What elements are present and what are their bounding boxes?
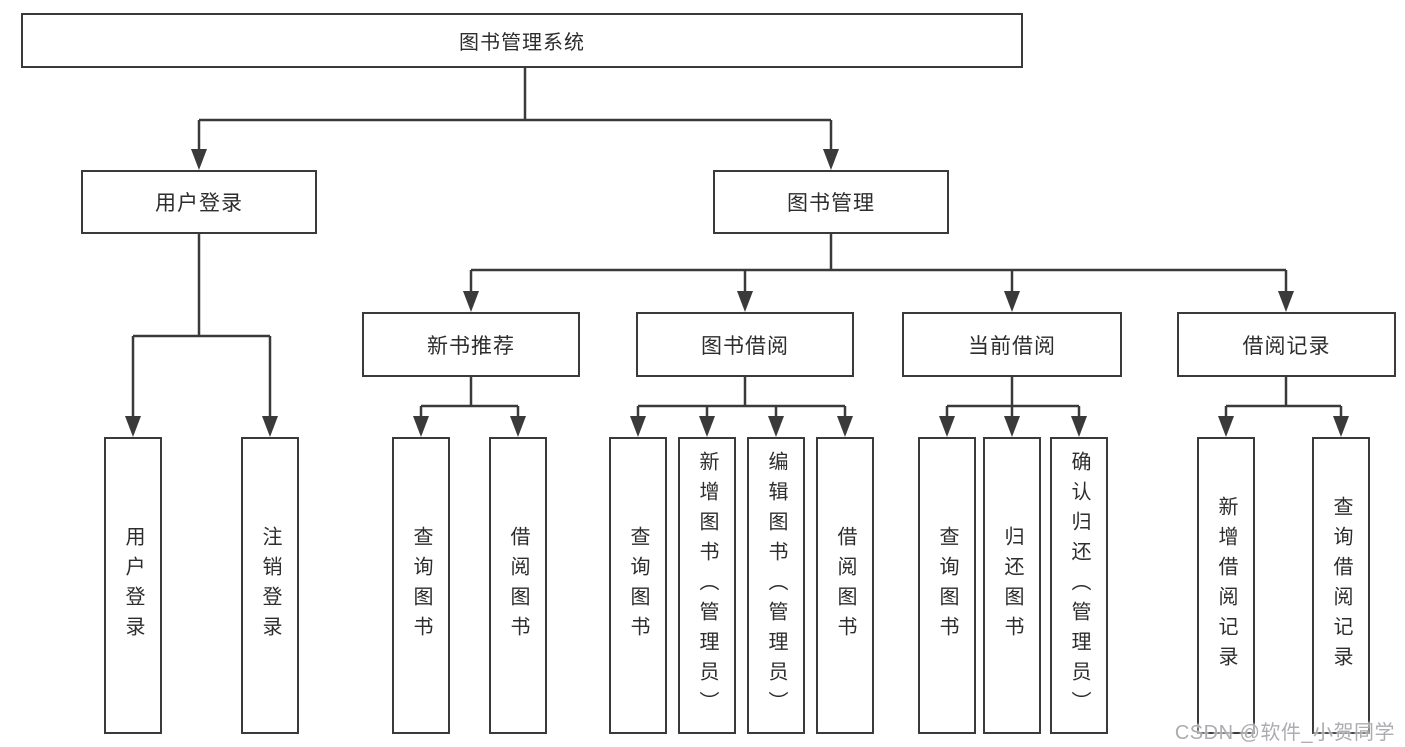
arrow-down-icon	[1278, 291, 1294, 312]
node-root-label: 图书管理系统	[459, 32, 585, 54]
leaf-query-borrow-record-label: 查询借阅记录	[1330, 495, 1352, 676]
node-current-borrow: 当前借阅	[902, 312, 1122, 377]
leaf-add-books-admin: 新增图书（管理员）	[678, 437, 736, 734]
leaf-query-books-current: 查询图书	[918, 437, 976, 734]
leaf-return-books-label: 归还图书	[1001, 525, 1023, 646]
connector-current-borrow	[939, 377, 1087, 437]
connector-new-book-recommend	[413, 377, 526, 437]
arrow-down-icon	[837, 416, 853, 437]
connector-borrow-records	[1218, 377, 1349, 437]
arrow-down-icon	[191, 149, 207, 170]
leaf-user-login-label: 用户登录	[122, 525, 144, 646]
node-book-borrow: 图书借阅	[636, 312, 854, 377]
arrow-down-icon	[823, 149, 839, 170]
node-user-login: 用户登录	[81, 170, 317, 234]
arrow-down-icon	[1004, 291, 1020, 312]
leaf-edit-books-admin-label: 编辑图书（管理员）	[765, 450, 787, 721]
leaf-query-books-current-label: 查询图书	[936, 525, 958, 646]
leaf-user-login: 用户登录	[104, 437, 162, 734]
arrow-down-icon	[1218, 416, 1234, 437]
arrow-down-icon	[262, 416, 278, 437]
arrow-down-icon	[699, 416, 715, 437]
arrow-down-icon	[463, 291, 479, 312]
leaf-borrow-books-label: 借阅图书	[834, 525, 856, 646]
node-book-borrow-label: 图书借阅	[701, 334, 789, 358]
node-user-login-label: 用户登录	[155, 192, 243, 215]
leaf-query-books-borrow: 查询图书	[609, 437, 667, 734]
csdn-watermark: CSDN @软件_小贺同学	[1174, 722, 1395, 744]
arrow-down-icon	[1004, 416, 1020, 437]
leaf-confirm-return-admin-label: 确认归还（管理员）	[1068, 450, 1090, 721]
leaf-add-borrow-record-label: 新增借阅记录	[1215, 495, 1237, 676]
leaf-query-borrow-record: 查询借阅记录	[1312, 437, 1370, 734]
node-borrow-records-label: 借阅记录	[1242, 334, 1331, 358]
arrow-down-icon	[413, 416, 429, 437]
arrow-down-icon	[1071, 416, 1087, 437]
node-book-management: 图书管理	[713, 170, 949, 234]
leaf-borrow-books: 借阅图书	[816, 437, 874, 734]
node-borrow-records: 借阅记录	[1177, 312, 1396, 377]
connector-root	[191, 68, 839, 170]
arrow-down-icon	[630, 416, 646, 437]
leaf-add-books-admin-label: 新增图书（管理员）	[696, 450, 718, 721]
leaf-borrow-books-recommend-label: 借阅图书	[507, 525, 529, 646]
node-new-book-recommend: 新书推荐	[362, 312, 580, 377]
leaf-borrow-books-recommend: 借阅图书	[489, 437, 547, 734]
leaf-query-books-recommend: 查询图书	[392, 437, 450, 734]
leaf-confirm-return-admin: 确认归还（管理员）	[1050, 437, 1108, 734]
connector-user-login	[125, 234, 278, 437]
leaf-logout-label: 注销登录	[259, 525, 281, 646]
arrow-down-icon	[939, 416, 955, 437]
connector-book-management	[463, 234, 1294, 312]
leaf-add-borrow-record: 新增借阅记录	[1197, 437, 1255, 734]
node-root: 图书管理系统	[21, 13, 1023, 68]
arrow-down-icon	[125, 416, 141, 437]
node-current-borrow-label: 当前借阅	[968, 334, 1056, 358]
leaf-query-books-recommend-label: 查询图书	[410, 525, 432, 646]
leaf-query-books-borrow-label: 查询图书	[627, 525, 649, 646]
arrow-down-icon	[1333, 416, 1349, 437]
leaf-return-books: 归还图书	[983, 437, 1041, 734]
leaf-edit-books-admin: 编辑图书（管理员）	[747, 437, 805, 734]
arrow-down-icon	[768, 416, 784, 437]
arrow-down-icon	[737, 291, 753, 312]
connector-book-borrow	[630, 377, 853, 437]
node-new-book-recommend-label: 新书推荐	[427, 334, 515, 358]
arrow-down-icon	[510, 416, 526, 437]
node-book-management-label: 图书管理	[787, 192, 875, 215]
leaf-logout: 注销登录	[241, 437, 299, 734]
